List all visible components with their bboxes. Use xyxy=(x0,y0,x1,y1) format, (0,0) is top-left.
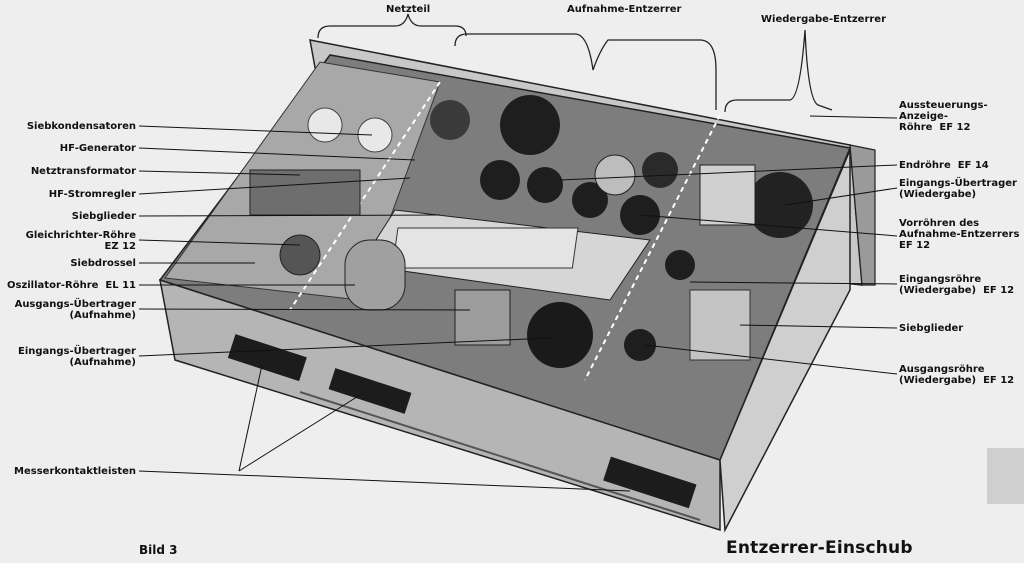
label-netztransformator: Netztransformator xyxy=(30,166,136,177)
label-netzteil: Netzteil xyxy=(386,4,431,15)
label-eingangsroehre-wiedergabe: Eingangsröhre (Wiedergabe) EF 12 xyxy=(899,274,1015,296)
label-vorroehren-aufnahme-entzerrer: Vorröhren des Aufnahme-Entzerrers EF 12 xyxy=(899,218,1020,251)
label-aufnahme-entzerrer: Aufnahme-Entzerrer xyxy=(567,4,682,15)
label-ausgangsroehre-wiedergabe: Ausgangsröhre (Wiedergabe) EF 12 xyxy=(899,364,1015,386)
label-eingangs-uebertrager-aufnahme: Eingangs-Übertrager (Aufnahme) xyxy=(18,346,136,368)
label-eingangs-uebertrager-wiedergabe: Eingangs-Übertrager (Wiedergabe) xyxy=(899,178,1017,200)
figure-title: Entzerrer-Einschub xyxy=(726,538,913,558)
top-braces xyxy=(317,13,833,113)
label-messerkontaktleisten: Messerkontaktleisten xyxy=(14,466,136,477)
label-siebkondensatoren: Siebkondensatoren xyxy=(26,121,136,132)
label-hf-stromregler: HF-Stromregler xyxy=(48,189,136,200)
leader-lines xyxy=(138,115,898,492)
label-oszillator-roehre: Oszillator-Röhre EL 11 xyxy=(6,280,136,291)
label-siebglieder-right: Siebglieder xyxy=(899,323,964,334)
label-wiedergabe-entzerrer: Wiedergabe-Entzerrer xyxy=(761,14,887,25)
grey-patch xyxy=(987,448,1024,504)
figure-number: Bild 3 xyxy=(139,543,178,557)
label-siebdrossel: Siebdrossel xyxy=(70,258,136,269)
label-gleichrichter-roehre: Gleichrichter-Röhre EZ 12 xyxy=(25,230,136,252)
label-hf-generator: HF-Generator xyxy=(59,143,136,154)
label-endroehre: Endröhre EF 14 xyxy=(899,160,989,171)
label-aussteuerungs-anzeige-roehre: Aussteuerungs- Anzeige- Röhre EF 12 xyxy=(899,100,988,133)
chassis-drawing xyxy=(158,39,876,533)
label-ausgangs-uebertrager-aufnahme: Ausgangs-Übertrager (Aufnahme) xyxy=(14,299,136,321)
label-siebglieder-left: Siebglieder xyxy=(71,211,136,222)
